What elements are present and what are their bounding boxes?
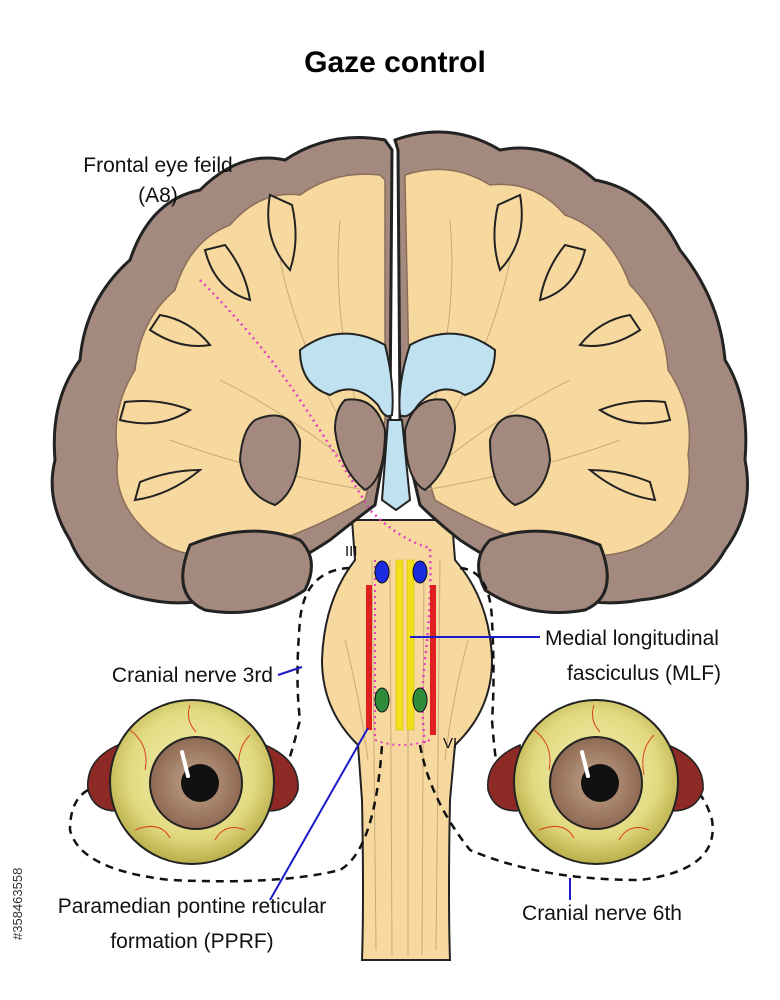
left-lentiform-nucleus: [238, 414, 302, 507]
right-eye-pupil: [581, 764, 619, 802]
cranial-nerve-6-path: [68, 744, 714, 883]
cranial-nerve-3-label: Cranial nerve 3rd: [112, 664, 273, 687]
right-eye-highlight: [580, 750, 590, 778]
third-ventricle: [380, 419, 412, 512]
left-eye-pupil: [181, 764, 219, 802]
frontal-eye-field-label: Frontal eye feild: [83, 154, 232, 177]
pprf-code-label: formation (PPRF): [110, 930, 273, 953]
right-caudate-thalamus: [403, 398, 457, 492]
frontal-eye-field-code-label: (A8): [138, 184, 178, 207]
pprf-bar-left: [366, 585, 372, 730]
nucleus-vi-label: VI: [443, 735, 457, 752]
abducens-nucleus-right: [412, 687, 428, 713]
cranial-nerve-6-label: Cranial nerve 6th: [522, 902, 682, 925]
mlf-bar-right: [406, 559, 415, 731]
sulci: [118, 193, 672, 502]
cn3-leader-line: [277, 666, 303, 676]
right-temporal-lobe: [477, 529, 609, 614]
left-eye-highlight: [180, 750, 190, 778]
pprf-to-nuclei-loop: [374, 560, 431, 746]
left-eye-vessels: [129, 704, 251, 841]
pprf-label: Paramedian pontine reticular: [58, 895, 327, 918]
page-title: Gaze control: [304, 46, 486, 79]
right-eye: [487, 699, 704, 865]
cranial-nerve-3-path: [283, 566, 500, 771]
mlf-label: Medial longitudinal: [545, 627, 719, 650]
left-eye: [87, 699, 299, 865]
mlf-code-label: fasciculus (MLF): [567, 662, 721, 685]
mlf-bar-left: [395, 559, 404, 731]
frontal-eye-field-pathway: [199, 279, 432, 746]
right-eye-vessels: [533, 704, 655, 841]
left-caudate-thalamus: [333, 398, 387, 492]
pprf-leader-line: [269, 727, 369, 901]
abducens-nucleus-left: [374, 687, 390, 713]
brainstem: [320, 519, 494, 961]
right-lentiform-nucleus: [488, 414, 552, 507]
nucleus-iii-label: III: [345, 543, 358, 560]
left-temporal-lobe: [181, 529, 313, 614]
oculomotor-nucleus-left: [374, 560, 390, 584]
lateral-ventricles: [298, 332, 497, 418]
oculomotor-nucleus-right: [412, 560, 428, 584]
side-stock-id: #358463558: [10, 868, 25, 940]
pprf-bar-right: [430, 585, 436, 735]
